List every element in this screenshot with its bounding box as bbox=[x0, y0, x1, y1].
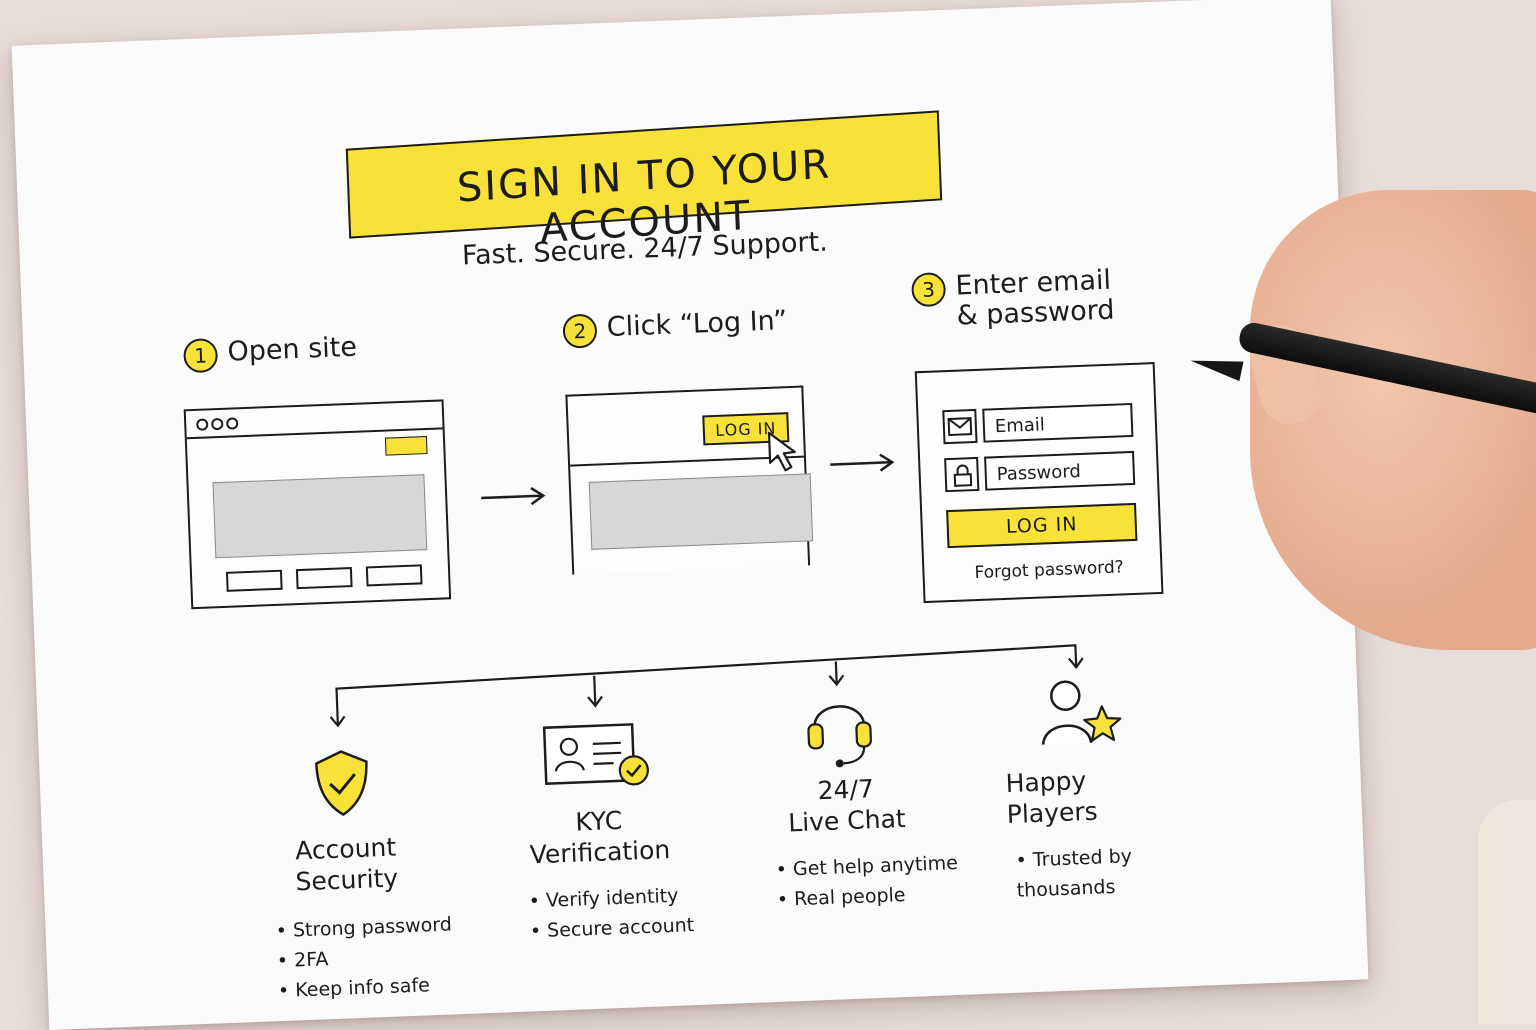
sleeve-illustration bbox=[1478, 800, 1536, 1024]
mouse-cursor-icon bbox=[767, 431, 796, 472]
feature-live-chat-title: 24/7 Live Chat bbox=[787, 774, 907, 838]
feature-happy-players-title: Happy Players bbox=[1005, 765, 1099, 830]
feature-happy-players-list: Trusted by thousands bbox=[1015, 840, 1157, 905]
envelope-icon bbox=[947, 417, 973, 437]
lock-icon bbox=[953, 464, 973, 487]
headset-icon bbox=[807, 705, 872, 768]
email-field-icon-box bbox=[942, 408, 978, 445]
shield-check-icon bbox=[315, 750, 368, 817]
id-card-icon bbox=[542, 723, 649, 786]
arrow-right-icon bbox=[481, 487, 546, 506]
arrow-right-icon bbox=[830, 453, 895, 472]
paper-sheet: SIGN IN TO YOUR ACCOUNT Fast. Secure. 24… bbox=[11, 0, 1369, 1030]
list-item: Secure account bbox=[529, 910, 695, 946]
password-field-icon-box bbox=[944, 456, 980, 493]
login-form-mock: Email Password LOG IN Forgot password? bbox=[914, 362, 1164, 604]
user-star-icon bbox=[1041, 680, 1122, 745]
list-item: Trusted by thousands bbox=[1015, 840, 1157, 905]
feature-kyc-verification-title: KYC Verification bbox=[529, 805, 671, 870]
feature-account-security-title: Account Security bbox=[294, 832, 399, 897]
feature-kyc-verification-list: Verify identity Secure account bbox=[528, 880, 695, 946]
feature-account-security-list: Strong password 2FA Keep info safe bbox=[275, 909, 454, 1006]
feature-live-chat-list: Get help anytime Real people bbox=[775, 848, 959, 915]
branch-connector bbox=[329, 644, 1084, 728]
homepage-window-mock: LOG IN bbox=[565, 385, 814, 575]
